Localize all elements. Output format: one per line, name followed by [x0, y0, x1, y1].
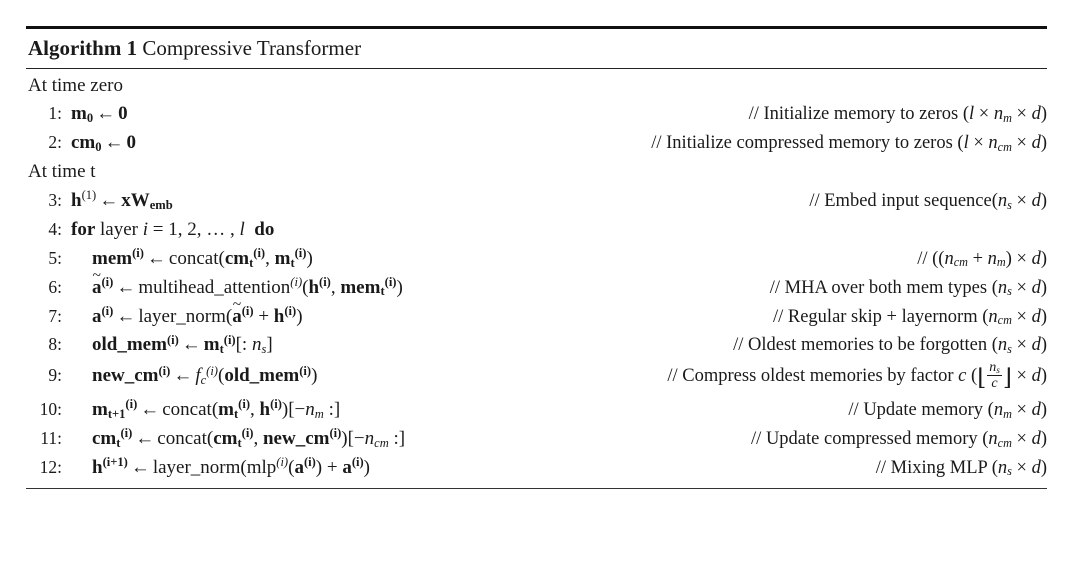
- algorithm-line-9: 9: new_cm(i)←fc(i)(old_mem(i)) // Compre…: [26, 360, 1047, 396]
- algorithm-line-10: 10: mt+1(i)←concat(mt(i), h(i))[−nm :] /…: [26, 396, 1047, 425]
- algorithm-line-12: 12: h(i+1)←layer_norm(mlp(i)(a(i)) + a(i…: [26, 454, 1047, 483]
- line-statement: cm0←0: [71, 132, 137, 154]
- line-number: 5:: [48, 247, 62, 268]
- algorithm-line-7: 7: a(i)←layer_norm(~a(i) + h(i)) // Regu…: [26, 295, 1047, 332]
- line-statement: mem(i)←concat(cmt(i), mt(i)): [92, 246, 313, 270]
- algorithm-line-3: 3: h(1)←xWemb // Embed input sequence(ns…: [26, 187, 1047, 216]
- section-header-at-time-t: At time t: [26, 158, 1047, 187]
- section-header-at-time-zero: At time zero: [26, 72, 1047, 101]
- algorithm-line-6: 6: ~a(i)←multihead_attention(i)(h(i), me…: [26, 266, 1047, 303]
- line-number: 6:: [48, 276, 62, 297]
- line-comment: // ((ncm + nm) × d): [917, 248, 1047, 270]
- line-comment: // Mixing MLP (ns × d): [875, 457, 1047, 479]
- rule-bottom: [26, 487, 1047, 489]
- line-number: 10:: [39, 398, 62, 419]
- line-number: 9:: [48, 365, 62, 386]
- algorithm-line-11: 11: cmt(i)←concat(cmt(i), new_cm(i))[−nc…: [26, 425, 1047, 454]
- line-comment: // MHA over both mem types (ns × d): [769, 277, 1047, 299]
- line-number: 11:: [40, 427, 62, 448]
- section-label: At time t: [28, 161, 96, 183]
- line-comment: // Compress oldest memories by factor c …: [667, 359, 1047, 392]
- line-number: 12:: [39, 456, 62, 477]
- algorithm-body: At time zero 1: m0←0 // Initialize memor…: [26, 69, 1047, 484]
- algorithm-line-5: 5: mem(i)←concat(cmt(i), mt(i)) // ((ncm…: [26, 245, 1047, 274]
- algorithm-block: Algorithm 1 Compressive Transformer At t…: [26, 26, 1047, 489]
- line-statement: a(i)←layer_norm(~a(i) + h(i)): [92, 295, 303, 327]
- line-comment: // Update compressed memory (ncm × d): [751, 428, 1047, 450]
- rule-under-title: [26, 67, 1047, 69]
- line-statement: ~a(i)←multihead_attention(i)(h(i), memt(…: [92, 266, 403, 299]
- line-number: 8:: [48, 334, 62, 355]
- algorithm-line-4: 4: for layer i = 1, 2, … , l do: [26, 216, 1047, 245]
- line-comment: // Update memory (nm × d): [848, 399, 1047, 421]
- section-label: At time zero: [28, 74, 123, 96]
- line-statement: new_cm(i)←fc(i)(old_mem(i)): [92, 363, 318, 387]
- line-comment: // Initialize compressed memory to zeros…: [651, 133, 1047, 154]
- line-statement: for layer i = 1, 2, … , l do: [71, 218, 275, 240]
- line-number: 3:: [48, 190, 62, 210]
- algorithm-title-keyword: Algorithm 1: [28, 36, 138, 60]
- algorithm-line-8: 8: old_mem(i)←mt(i)[: ns] // Oldest memo…: [26, 331, 1047, 360]
- rule-top: [26, 26, 1047, 29]
- line-comment: // Oldest memories to be forgotten (ns ×…: [733, 335, 1047, 357]
- line-number: 4:: [48, 218, 62, 239]
- algorithm-line-2: 2: cm0←0 // Initialize compressed memory…: [26, 129, 1047, 158]
- line-statement: old_mem(i)←mt(i)[: ns]: [92, 332, 273, 357]
- line-statement: cmt(i)←concat(cmt(i), new_cm(i))[−ncm :]: [92, 426, 406, 450]
- line-number: 7:: [48, 305, 62, 326]
- line-statement: m0←0: [71, 103, 128, 126]
- line-comment: // Initialize memory to zeros (l × nm × …: [748, 104, 1047, 126]
- algorithm-line-1: 1: m0←0 // Initialize memory to zeros (l…: [26, 100, 1047, 129]
- line-comment: // Regular skip + layernorm (ncm × d): [772, 306, 1047, 328]
- algorithm-title-name: Compressive Transformer: [142, 36, 362, 60]
- line-number: 2:: [48, 132, 62, 153]
- line-statement: mt+1(i)←concat(mt(i), h(i))[−nm :]: [92, 397, 341, 421]
- line-comment: // Embed input sequence(ns × d): [809, 191, 1047, 212]
- line-statement: h(1)←xWemb: [71, 188, 173, 212]
- line-number: 1:: [48, 103, 62, 124]
- algorithm-title: Algorithm 1 Compressive Transformer: [26, 29, 1047, 68]
- line-statement: h(i+1)←layer_norm(mlp(i)(a(i)) + a(i)): [92, 455, 370, 478]
